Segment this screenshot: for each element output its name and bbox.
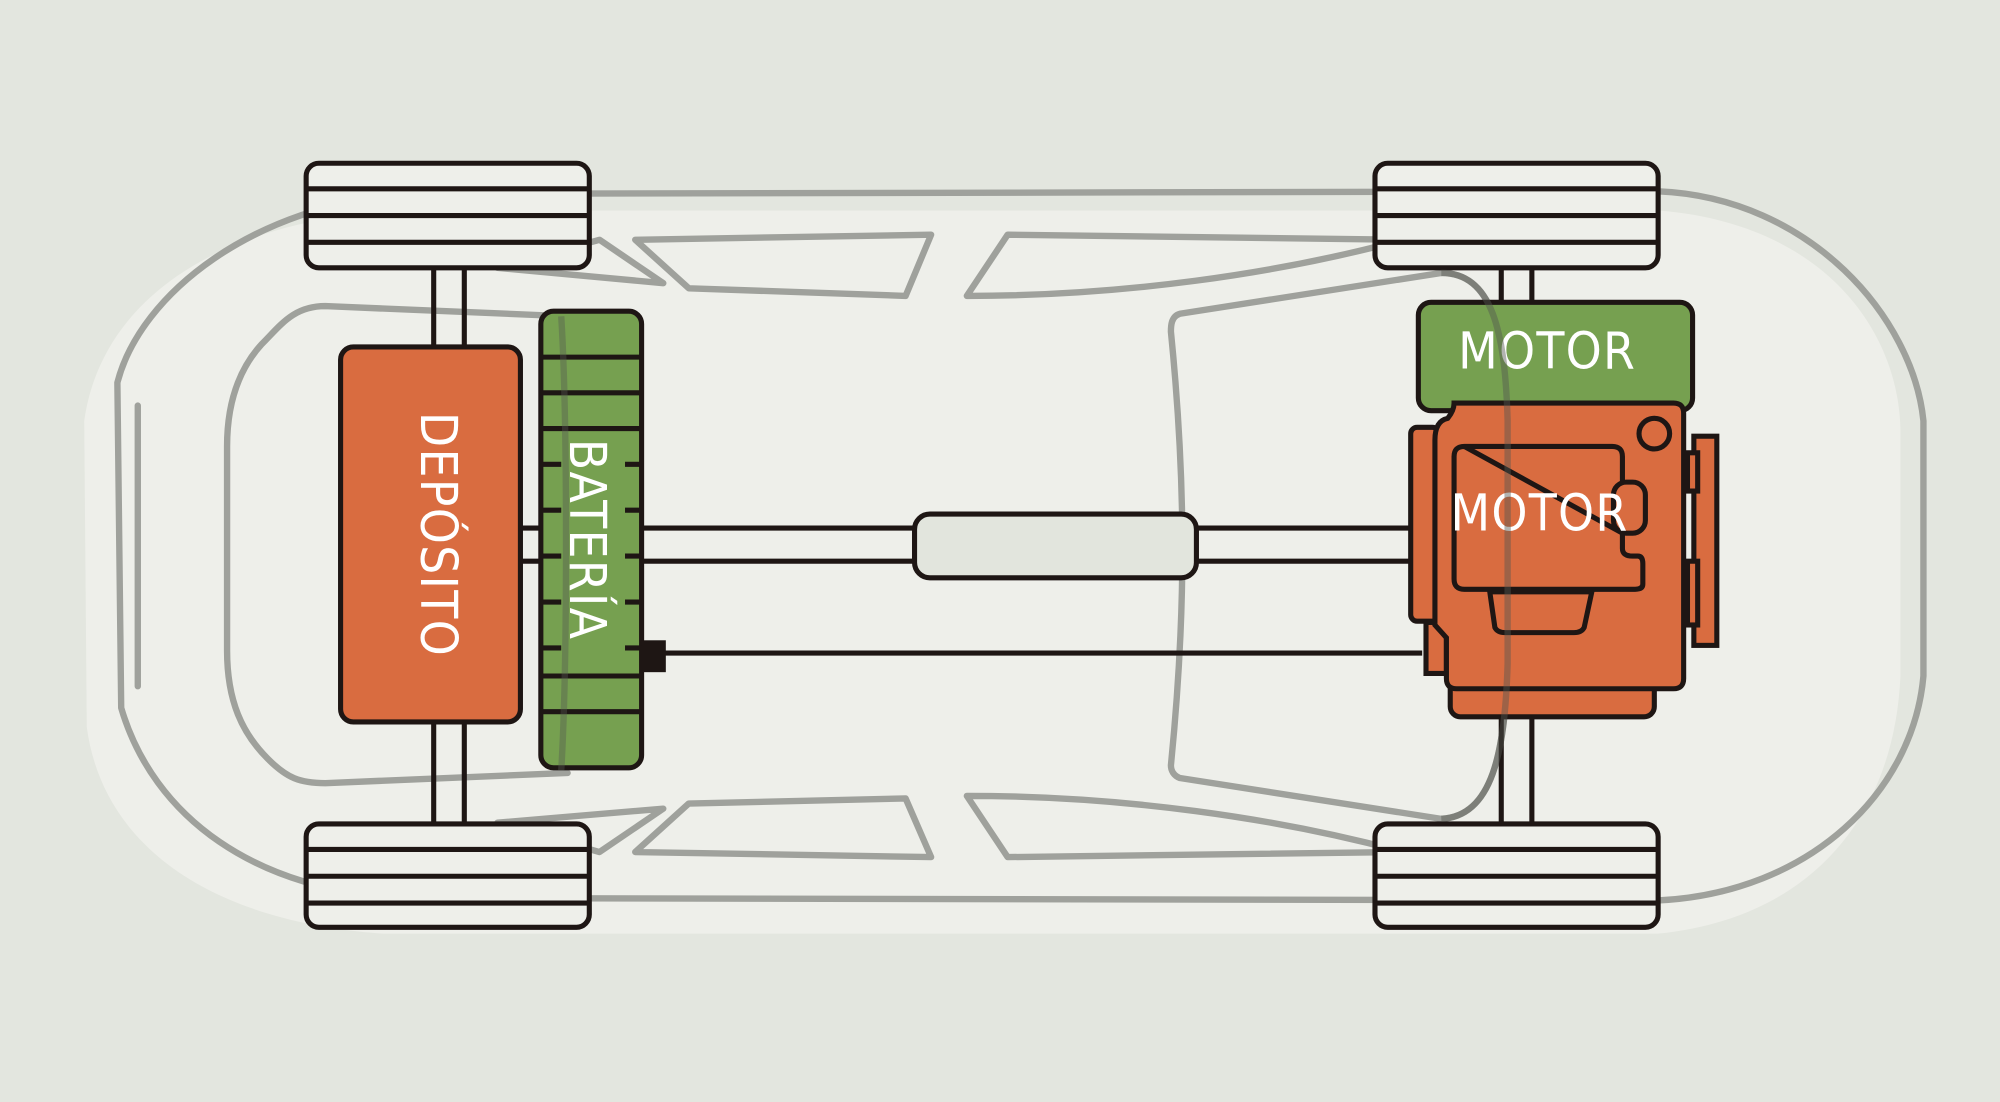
wheel-front-right <box>303 821 592 930</box>
battery-label: BATERÍA <box>557 439 618 641</box>
wheel-rear-left <box>1372 160 1661 271</box>
rear-axle <box>1498 267 1535 824</box>
electric-motor: MOTOR <box>1415 299 1696 414</box>
wheel-rear-right <box>1372 821 1661 930</box>
wheel-front-left <box>303 160 592 271</box>
front-axle <box>431 267 467 824</box>
combustion-engine-label: MOTOR <box>1450 485 1628 544</box>
fuel-tank: DEPÓSITO <box>338 344 523 725</box>
battery: BATERÍA <box>538 308 645 771</box>
fuel-tank-label: DEPÓSITO <box>408 412 470 657</box>
electric-motor-label: MOTOR <box>1458 323 1636 382</box>
combustion-engine: MOTOR <box>1408 400 1720 720</box>
battery-cable <box>641 640 1423 673</box>
drive-shaft <box>520 511 1411 581</box>
